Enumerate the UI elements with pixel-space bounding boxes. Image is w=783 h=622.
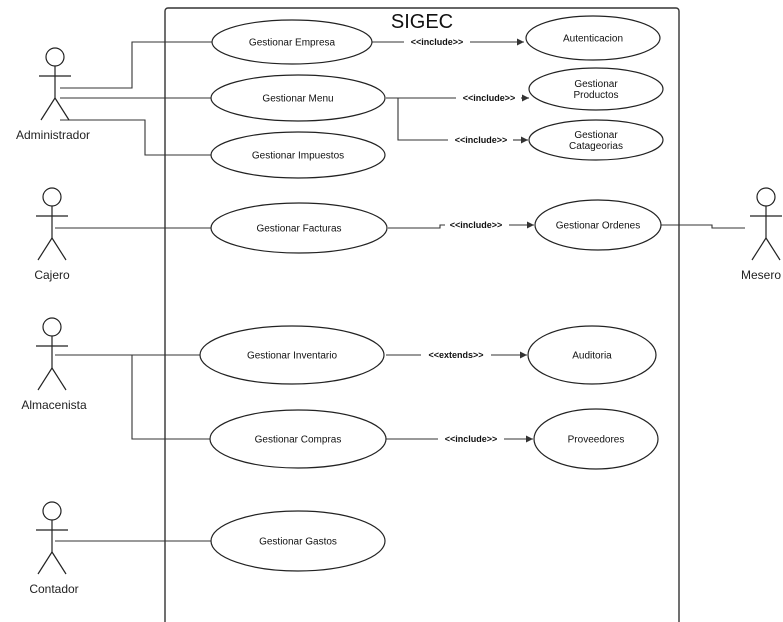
use-case-label-line: Gestionar Menu — [262, 94, 333, 105]
rel-facturas-ordenes-a — [388, 224, 445, 229]
use-case-proveedores[interactable]: Proveedores — [533, 408, 659, 470]
use-case-label-line: Catageorias — [569, 141, 623, 152]
assoc-mesero-ordenes — [654, 224, 745, 229]
actor-label: Cajero — [34, 268, 70, 282]
actor-contador[interactable]: Contador — [29, 501, 79, 596]
use-case-label-line: Gestionar Gastos — [259, 537, 337, 548]
rel-label-menu-catageorias: <<include>> — [455, 135, 508, 145]
use-case-gestionar-compras[interactable]: Gestionar Compras — [209, 409, 387, 469]
use-case-label-line: Gestionar — [574, 130, 618, 141]
actor-label: Mesero — [741, 268, 781, 282]
use-case-gestionar-empresa[interactable]: Gestionar Empresa — [211, 19, 373, 65]
assoc-almacenista-compras — [131, 355, 212, 440]
use-case-label-line: Productos — [573, 90, 618, 101]
use-case-label-line: Gestionar Empresa — [249, 38, 336, 49]
relations: <<include>> <<include>> <<include>> <<in… — [372, 37, 534, 444]
use-case-auditoria[interactable]: Auditoria — [527, 325, 657, 385]
use-case-label: Gestionar Gastos — [259, 537, 337, 548]
use-case-label: Gestionar Inventario — [247, 351, 337, 362]
use-case-label: Gestionar Empresa — [249, 38, 336, 49]
actor-label: Almacenista — [21, 398, 87, 412]
use-case-gestionar-impuestos[interactable]: Gestionar Impuestos — [210, 131, 386, 179]
use-case-label: Gestionar Impuestos — [252, 151, 344, 162]
rel-label-compras-proveedores: <<include>> — [445, 434, 498, 444]
actor-figure-icon — [36, 317, 68, 391]
use-case-label: Autenticacion — [563, 34, 623, 45]
use-case-gestionar-menu[interactable]: Gestionar Menu — [210, 74, 386, 122]
rel-label-inventario-auditoria: <<extends>> — [428, 350, 483, 360]
use-case-label-line: Gestionar Compras — [255, 435, 342, 446]
use-case-gestionar-ordenes[interactable]: Gestionar Ordenes — [534, 199, 662, 251]
assoc-administrador-impuestos — [60, 119, 212, 156]
assoc-administrador-empresa — [60, 41, 212, 89]
actor-mesero[interactable]: Mesero — [741, 187, 782, 282]
rel-label-facturas-ordenes: <<include>> — [450, 220, 503, 230]
actor-figure-icon — [36, 187, 68, 261]
use-case-label-line: Autenticacion — [563, 34, 623, 45]
use-case-label-line: Gestionar Impuestos — [252, 151, 344, 162]
use-case-label-line: Gestionar — [574, 79, 618, 90]
use-case-label-line: Gestionar Facturas — [256, 224, 341, 235]
rel-menu-catageorias-a — [397, 98, 448, 141]
actor-cajero[interactable]: Cajero — [34, 187, 70, 282]
actor-label: Contador — [29, 582, 78, 596]
use-case-gestionar-gastos[interactable]: Gestionar Gastos — [210, 510, 386, 572]
use-case-label: Gestionar Menu — [262, 94, 333, 105]
rel-label-empresa-autenticacion: <<include>> — [411, 37, 464, 47]
use-case-label: Gestionar Compras — [255, 435, 342, 446]
actor-label: Administrador — [16, 128, 90, 142]
use-case-label-line: Gestionar Ordenes — [556, 221, 641, 232]
use-case-label: Gestionar Facturas — [256, 224, 341, 235]
use-case-label: Auditoria — [572, 351, 612, 362]
use-case-label: Proveedores — [568, 435, 625, 446]
actor-figure-icon — [36, 501, 68, 575]
use-case-label-line: Auditoria — [572, 351, 612, 362]
use-case-gestionar-facturas[interactable]: Gestionar Facturas — [210, 202, 388, 254]
actor-figure-icon — [39, 47, 71, 121]
actor-associations — [55, 41, 745, 542]
use-case-label: Gestionar Ordenes — [556, 221, 641, 232]
use-case-label-line: Gestionar Inventario — [247, 351, 337, 362]
rel-label-menu-productos: <<include>> — [463, 93, 516, 103]
actor-administrador[interactable]: Administrador — [16, 47, 90, 142]
actor-almacenista[interactable]: Almacenista — [21, 317, 87, 412]
use-case-label-line: Proveedores — [568, 435, 625, 446]
use-case-autenticacion[interactable]: Autenticacion — [525, 15, 661, 61]
actor-figure-icon — [750, 187, 782, 261]
system-title: SIGEC — [391, 11, 453, 33]
use-case-gestionar-inventario[interactable]: Gestionar Inventario — [199, 325, 385, 385]
